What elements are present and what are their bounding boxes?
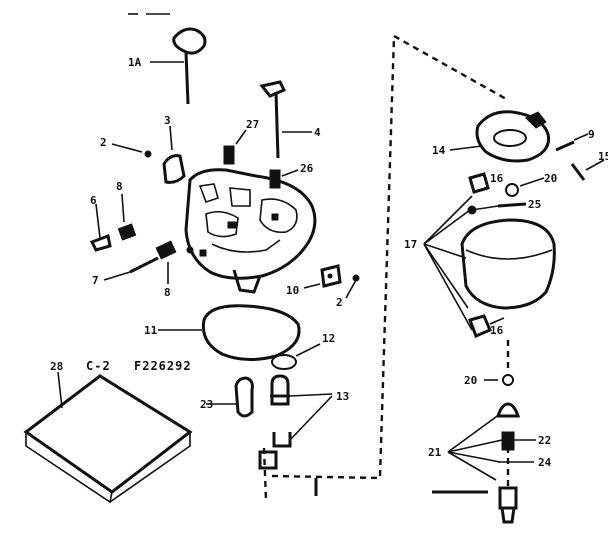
part-15-clip	[570, 159, 605, 181]
part-2-screw-left	[111, 143, 152, 158]
assembly-center-line	[258, 34, 509, 501]
callout-15: 15	[598, 150, 608, 163]
part-14-float-bowl-cap	[449, 110, 551, 163]
part-27-spring	[223, 129, 247, 165]
part-16-upper-pin	[468, 172, 490, 194]
part-11-gasket	[158, 304, 301, 361]
callout-14: 14	[432, 144, 446, 157]
callout-2-right: 2	[336, 296, 343, 309]
callout-8-lower: 8	[164, 286, 171, 299]
callout-3: 3	[164, 114, 171, 127]
callout-9: 9	[588, 128, 595, 141]
part-17-float	[423, 195, 556, 331]
part-28-filter-pad	[23, 371, 193, 504]
callout-20-lower: 20	[464, 374, 477, 387]
callout-28: 28	[50, 360, 63, 373]
part-2-screw-right	[345, 274, 360, 299]
carburetor-body	[184, 168, 317, 294]
callout-1a: 1A	[128, 56, 142, 69]
part-23-seat	[206, 376, 254, 418]
callout-6: 6	[90, 194, 97, 207]
callout-13: 13	[336, 390, 349, 403]
part-7-needle-valve	[103, 240, 177, 281]
part-9-screw	[555, 133, 589, 152]
callout-16-upper: 16	[490, 172, 504, 185]
code-part-number: F226292	[134, 359, 192, 373]
part-16-lower-pin	[468, 314, 505, 338]
part-12-washer	[271, 343, 321, 370]
callout-2-left: 2	[100, 136, 107, 149]
callout-8-upper: 8	[116, 180, 123, 193]
part-8-spring-upper	[117, 193, 137, 241]
callout-7: 7	[92, 274, 99, 287]
callout-10: 10	[286, 284, 299, 297]
bowl-drain-assembly	[432, 486, 518, 524]
header-codes: C-2 F226292	[86, 359, 192, 373]
part-callouts: 1A 2 3 27 4 26 6 8 7 8 10 2 11 12 13 23 …	[50, 56, 608, 469]
part-13-jets	[270, 374, 333, 448]
callout-11: 11	[144, 324, 158, 337]
callout-4: 4	[314, 126, 321, 139]
callout-25: 25	[528, 198, 541, 211]
callout-24: 24	[538, 456, 552, 469]
code-c2: C-2	[86, 359, 111, 373]
part-25-bolt	[467, 202, 527, 215]
part-6-idle-screw	[89, 203, 112, 252]
callout-21: 21	[428, 446, 442, 459]
callout-20-upper: 20	[544, 172, 557, 185]
callout-23: 23	[200, 398, 213, 411]
part-10-bracket	[303, 264, 342, 289]
callout-22: 22	[538, 434, 551, 447]
callout-12: 12	[322, 332, 335, 345]
callout-26: 26	[300, 162, 314, 175]
part-3-plate	[162, 125, 186, 184]
part-1a-choke-shaft	[150, 27, 207, 105]
callout-17: 17	[404, 238, 417, 251]
part-21-bowl-parts	[447, 402, 521, 481]
part-20-washer-upper	[505, 177, 545, 197]
callout-27: 27	[246, 118, 259, 131]
part-4-throttle-shaft	[259, 80, 312, 159]
callout-16-lower: 16	[490, 324, 504, 337]
